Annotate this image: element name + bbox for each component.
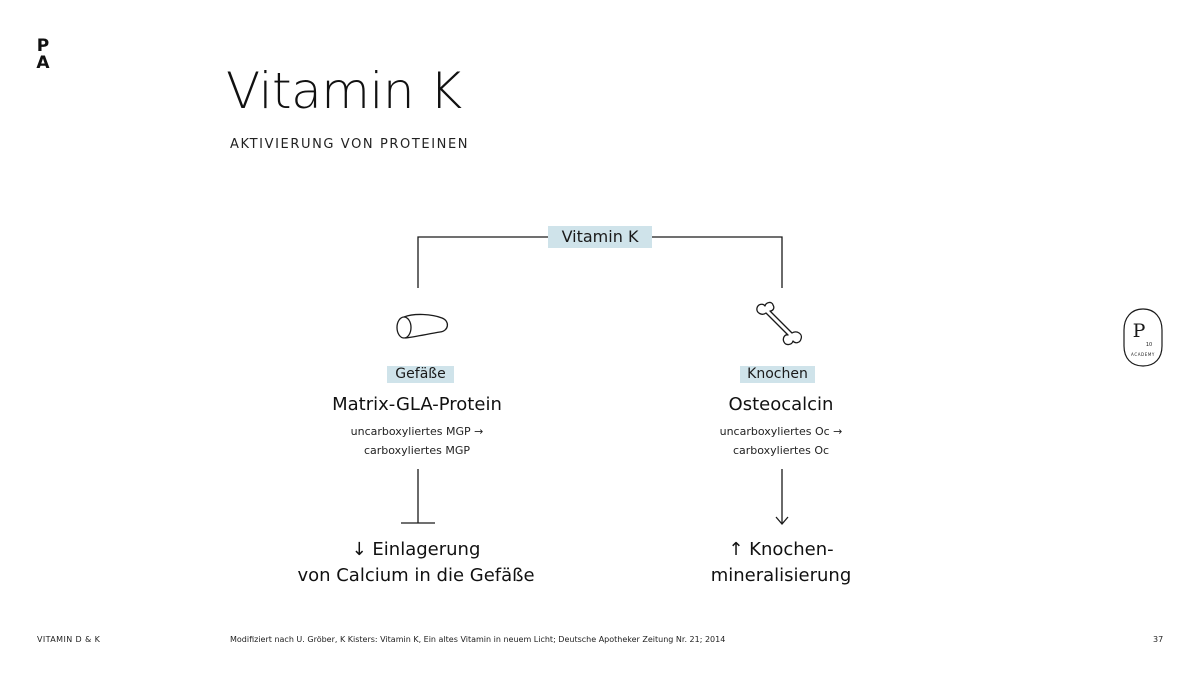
badge-letter: P xyxy=(1133,320,1146,342)
effect-calcium: ↓ Einlagerung von Calcium in die Gefäße xyxy=(246,537,586,589)
footer-section-label: VITAMIN D & K xyxy=(37,635,101,644)
tag-knochen: Knochen xyxy=(740,366,815,383)
page-subtitle: AKTIVIERUNG VON PROTEINEN xyxy=(230,137,470,152)
bracket-right-line xyxy=(652,236,783,288)
osteocalcin-detail-line1: uncarboxyliertes Oc → xyxy=(719,425,843,438)
badge-ring-text: ACADEMY xyxy=(1131,352,1155,357)
tag-gefaesse: Gefäße xyxy=(387,366,454,383)
badge-superscript: 10 xyxy=(1146,342,1152,348)
root-tag-vitamin-k: Vitamin K xyxy=(548,226,652,248)
protein-mgp: Matrix-GLA-Protein xyxy=(332,394,502,415)
protein-osteocalcin: Osteocalcin xyxy=(728,394,834,415)
logo-letter-a: A xyxy=(36,53,50,73)
academy-badge-icon xyxy=(1123,308,1163,367)
mgp-detail-line2: carboxyliertes MGP xyxy=(363,444,471,457)
effect-mineralisation: ↑ Knochen- mineralisierung xyxy=(611,537,951,589)
page-number: 37 xyxy=(1153,635,1164,644)
bracket-left-line xyxy=(417,236,548,288)
mgp-detail-line1: uncarboxyliertes MGP → xyxy=(350,425,484,438)
effect-mineralisation-line1: ↑ Knochen- xyxy=(728,539,834,560)
effect-calcium-line1: ↓ Einlagerung xyxy=(351,539,481,560)
arrow-head xyxy=(775,516,789,525)
page-title: Vitamin K xyxy=(226,62,462,120)
footer-source: Modifiziert nach U. Gröber, K Kisters: V… xyxy=(230,635,726,644)
logo-letter-p: P xyxy=(36,36,50,56)
bone-icon xyxy=(756,301,803,346)
effect-calcium-line2: von Calcium in die Gefäße xyxy=(297,565,535,586)
pa-logo: P A xyxy=(35,38,51,72)
osteocalcin-detail-line2: carboxyliertes Oc xyxy=(732,444,830,457)
effect-mineralisation-line2: mineralisierung xyxy=(710,565,852,586)
blood-vessel-icon xyxy=(396,313,449,339)
osteocalcin-detail: uncarboxyliertes Oc → carboxyliertes Oc xyxy=(631,422,931,460)
mgp-detail: uncarboxyliertes MGP → carboxyliertes MG… xyxy=(267,422,567,460)
